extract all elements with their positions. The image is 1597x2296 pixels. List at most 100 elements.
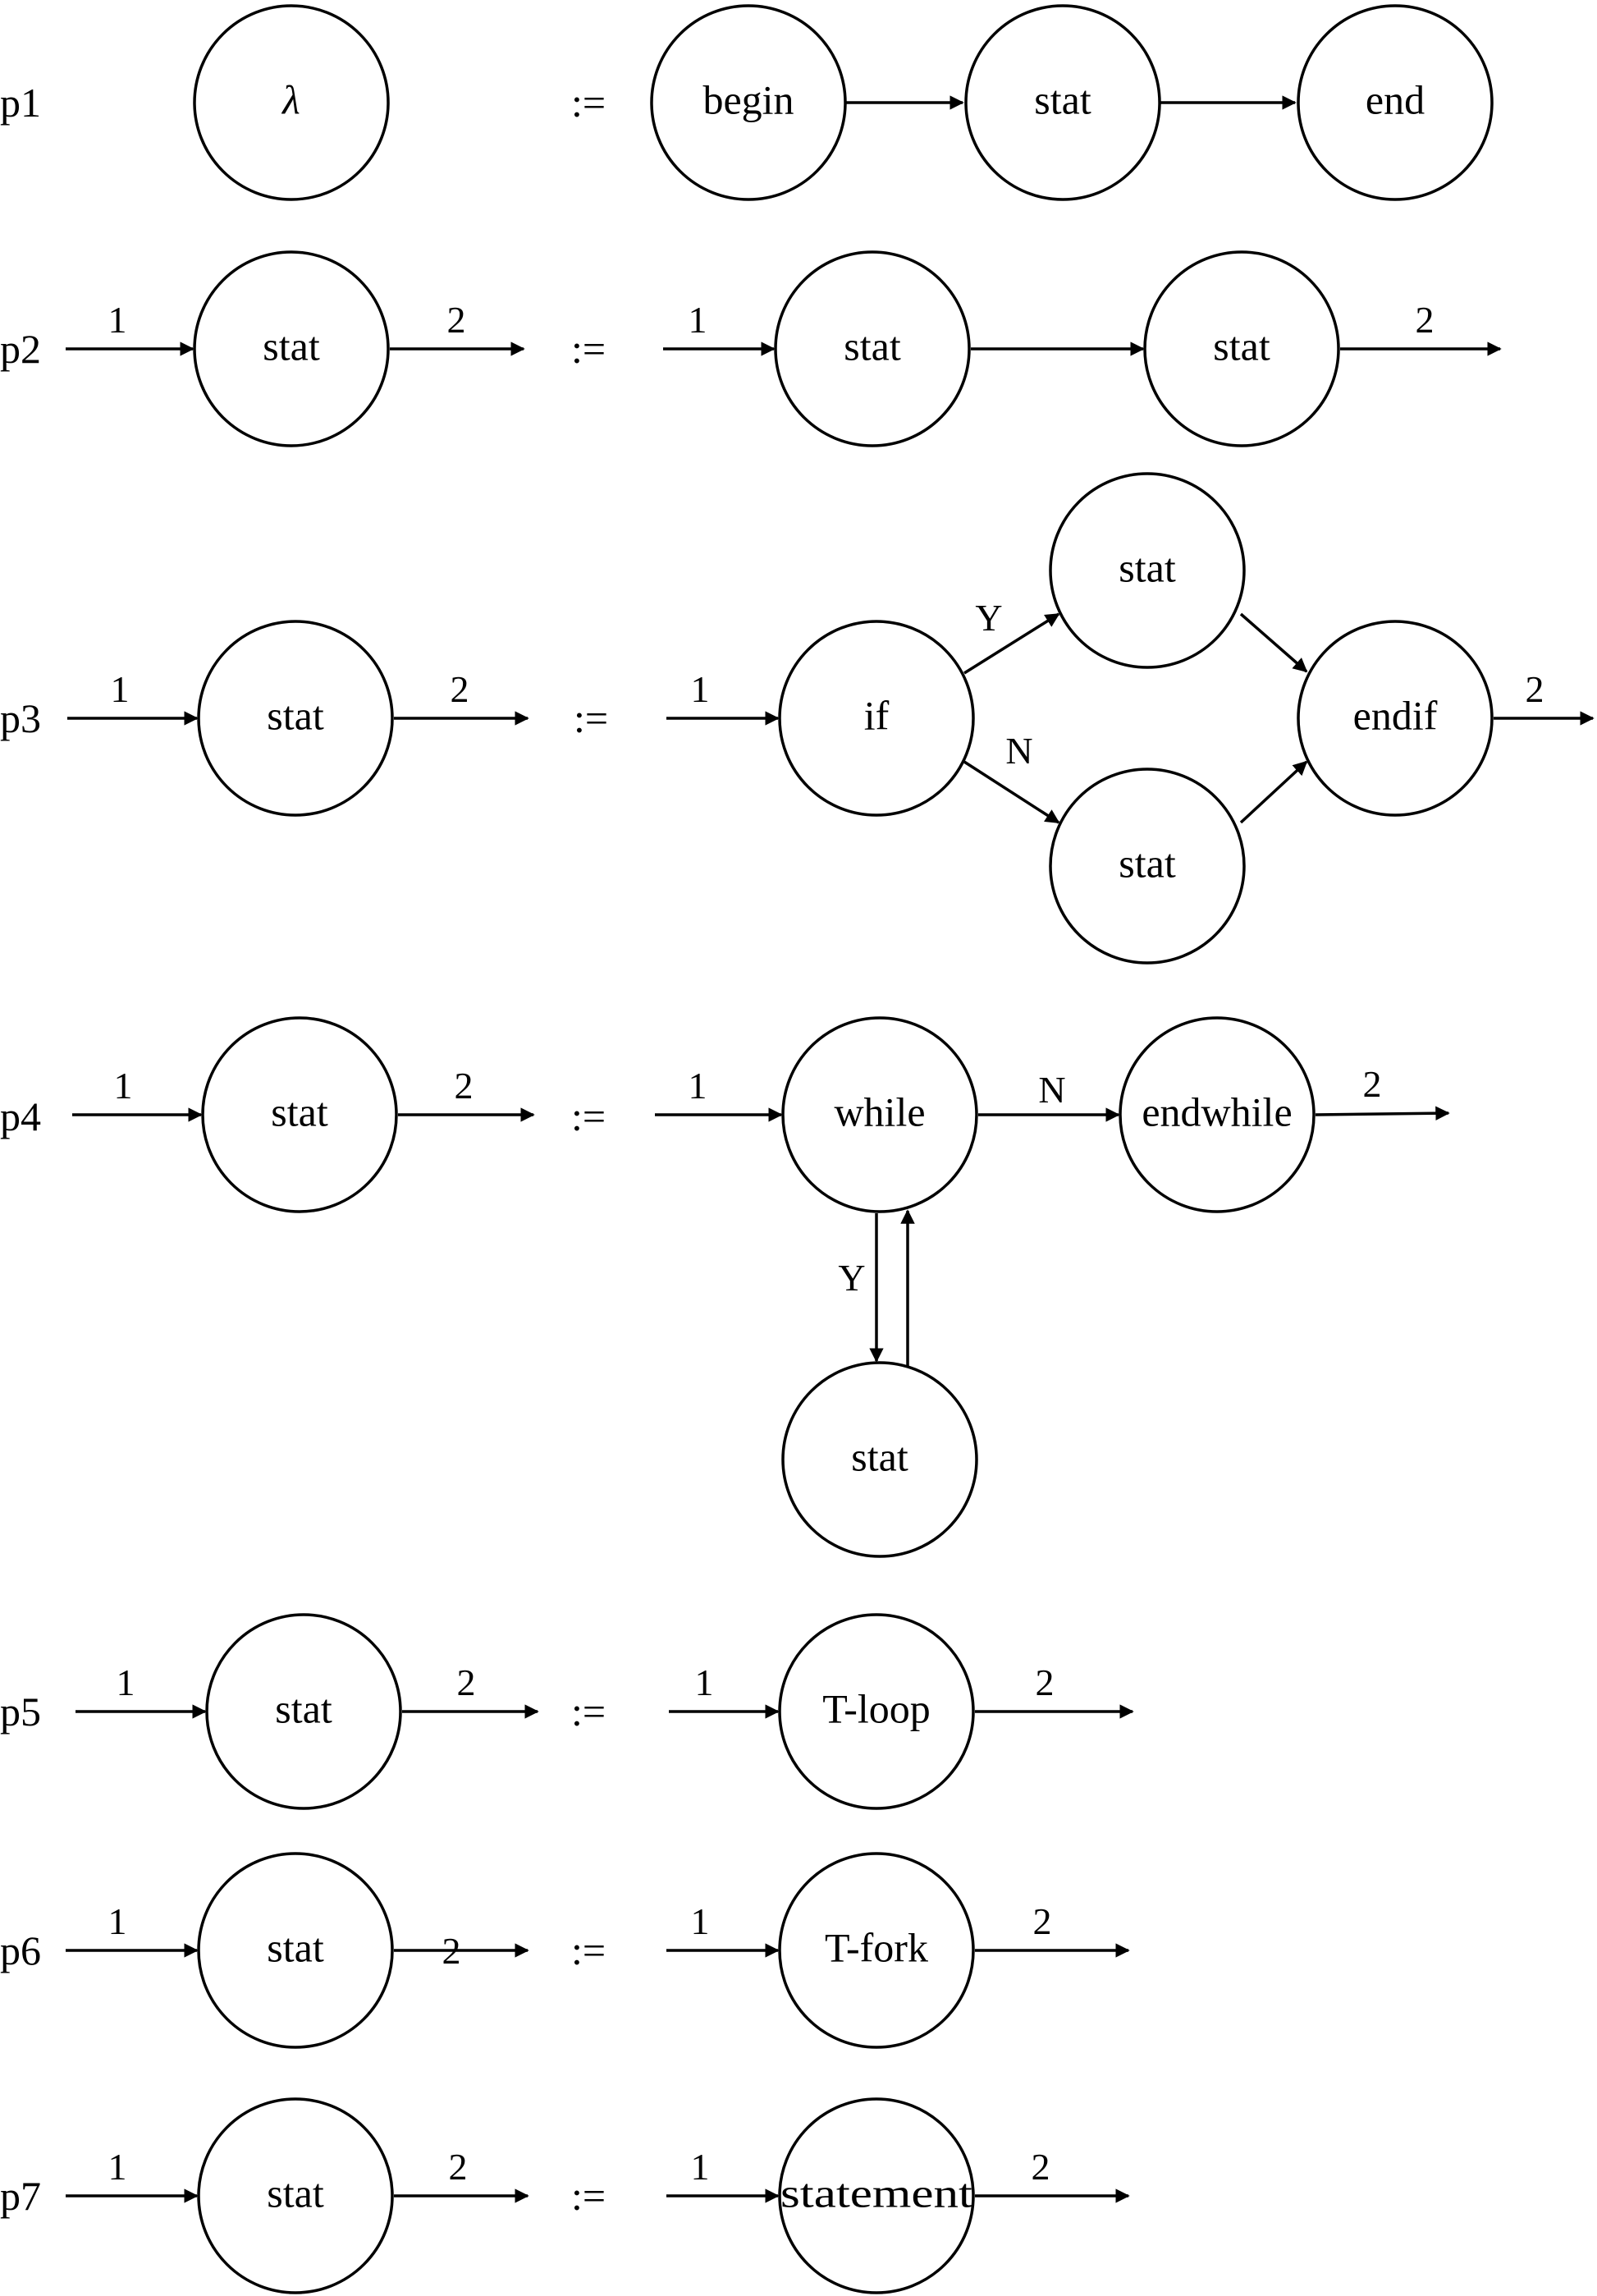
node-while: [781, 1016, 978, 1213]
edge-if-to-stat-yes: [963, 612, 1060, 675]
assign-symbol-p1: :=: [571, 80, 606, 126]
outgoing-edge-label: 2: [1526, 668, 1544, 710]
lhs-p4: 1 stat 2: [72, 1016, 535, 1213]
node-stat: [781, 1361, 978, 1558]
outgoing-edge-label: 2: [455, 1065, 474, 1107]
assign-symbol-p5: :=: [571, 1689, 606, 1735]
production-p7: p7 1 stat 2 := 1 statement 2: [0, 2097, 1130, 2294]
outgoing-edge: [1315, 1106, 1450, 1121]
rule-label-p3: p3: [0, 695, 41, 741]
outgoing-edge-label: 2: [1416, 299, 1435, 341]
node-label-endif: endif: [1353, 692, 1438, 738]
outgoing-edge-label: 2: [447, 299, 466, 341]
node-statement: [778, 2097, 975, 2294]
node-label-end: end: [1366, 76, 1425, 122]
node-label-stat: stat: [844, 323, 901, 369]
incoming-edge-label: 1: [691, 2146, 710, 2188]
rule-label-p1: p1: [0, 80, 41, 126]
outgoing-edge-label: 2: [457, 1661, 476, 1703]
incoming-edge-label: 1: [117, 1661, 135, 1703]
lhs-p6: 1 stat 2: [66, 1852, 529, 2049]
outgoing-edge-label: 2: [1036, 1661, 1055, 1703]
assign-symbol-p6: :=: [571, 1927, 606, 1973]
incoming-edge-label: 1: [691, 668, 710, 710]
rhs-p7: 1 statement 2: [666, 2097, 1130, 2294]
node-label-while: while: [834, 1088, 925, 1134]
node-stat: [774, 250, 971, 447]
node-label-stat: stat: [851, 1433, 908, 1479]
node-stat-no: [1049, 768, 1246, 965]
node-if: [778, 620, 975, 817]
node-stat: [197, 2097, 394, 2294]
node-label-begin: begin: [702, 76, 794, 122]
node-label-stat: stat: [267, 692, 324, 738]
assign-symbol-p2: :=: [571, 326, 606, 372]
rhs-p1: begin stat end: [650, 4, 1494, 201]
lhs-p5: 1 stat 2: [76, 1613, 539, 1810]
incoming-edge-label: 1: [689, 1065, 707, 1107]
rhs-p6: 1 T-fork 2: [666, 1852, 1130, 2049]
node-end: [1297, 4, 1494, 201]
node-endif: [1297, 620, 1494, 817]
production-p1: p1 λ := begin stat end: [0, 4, 1494, 201]
assign-symbol-p4: :=: [571, 1093, 606, 1139]
node-label-stat: stat: [275, 1685, 332, 1731]
node-label-lambda: λ: [281, 76, 300, 122]
lhs-p3: 1 stat 2: [67, 620, 529, 817]
edge-if-to-stat-no: [963, 760, 1060, 824]
rule-label-p7: p7: [0, 2173, 41, 2219]
production-p4: p4 1 stat 2 := 1 while N endwhile 2 Y st…: [0, 1016, 1450, 1558]
incoming-edge-label: 1: [691, 1900, 710, 1942]
node-label-t-fork: T-fork: [825, 1924, 928, 1970]
node-label-stat: stat: [1119, 840, 1176, 886]
production-p2: p2 1 stat 2 := 1 stat stat 2: [0, 250, 1502, 447]
rule-label-p4: p4: [0, 1093, 41, 1139]
assign-symbol-p3: :=: [574, 695, 608, 741]
node-label-if: if: [864, 692, 890, 738]
incoming-edge-label: 1: [108, 2146, 127, 2188]
edge-label-yes: Y: [975, 597, 1002, 639]
node-label-stat: stat: [271, 1088, 328, 1134]
rhs-p3: 1 if stat stat endif Y N 2: [666, 472, 1595, 965]
assign-symbol-p7: :=: [571, 2173, 606, 2219]
rule-label-p6: p6: [0, 1927, 41, 1973]
node-label-endwhile: endwhile: [1142, 1088, 1292, 1134]
lhs-p7: 1 stat 2: [66, 2097, 529, 2294]
node-label-stat: stat: [1119, 544, 1176, 590]
node-stat-yes: [1049, 472, 1246, 669]
outgoing-edge-label: 2: [449, 2146, 468, 2188]
rhs-p2: 1 stat stat 2: [663, 250, 1502, 447]
node-label-stat: stat: [263, 323, 320, 369]
lhs-p2: 1 stat 2: [66, 250, 525, 447]
node-label-stat: stat: [267, 2170, 324, 2216]
node-label-stat: stat: [1213, 323, 1270, 369]
node-stat: [205, 1613, 402, 1810]
rule-label-p2: p2: [0, 326, 41, 372]
outgoing-edge-label: 2: [1033, 1900, 1052, 1942]
edge-label-no: N: [1038, 1069, 1065, 1111]
edge-stat-yes-to-endif: [1239, 612, 1308, 673]
node-stat: [1143, 250, 1340, 447]
production-p3: p3 1 stat 2 := 1 if stat stat endif Y N: [0, 472, 1595, 965]
incoming-edge-label: 1: [114, 1065, 133, 1107]
incoming-edge-label: 1: [111, 668, 130, 710]
incoming-edge-label: 1: [695, 1661, 714, 1703]
node-stat: [197, 1852, 394, 2049]
incoming-edge-label: 1: [108, 299, 127, 341]
node-label-statement: statement: [780, 2170, 972, 2216]
edge-label-no: N: [1005, 730, 1032, 772]
node-stat: [197, 620, 394, 817]
rule-label-p5: p5: [0, 1689, 41, 1735]
rhs-p4: 1 while N endwhile 2 Y stat: [655, 1016, 1450, 1558]
node-lambda: [193, 4, 390, 201]
rhs-p5: 1 T-loop 2: [669, 1613, 1134, 1810]
edge-label-yes: Y: [838, 1257, 865, 1299]
node-stat: [193, 250, 390, 447]
node-label-t-loop: T-loop: [822, 1685, 931, 1731]
outgoing-edge-label: 2: [1032, 2146, 1050, 2188]
outgoing-edge-label: 2: [451, 668, 469, 710]
lhs-p1: λ: [193, 4, 390, 201]
incoming-edge-label: 1: [689, 299, 707, 341]
node-stat: [201, 1016, 398, 1213]
